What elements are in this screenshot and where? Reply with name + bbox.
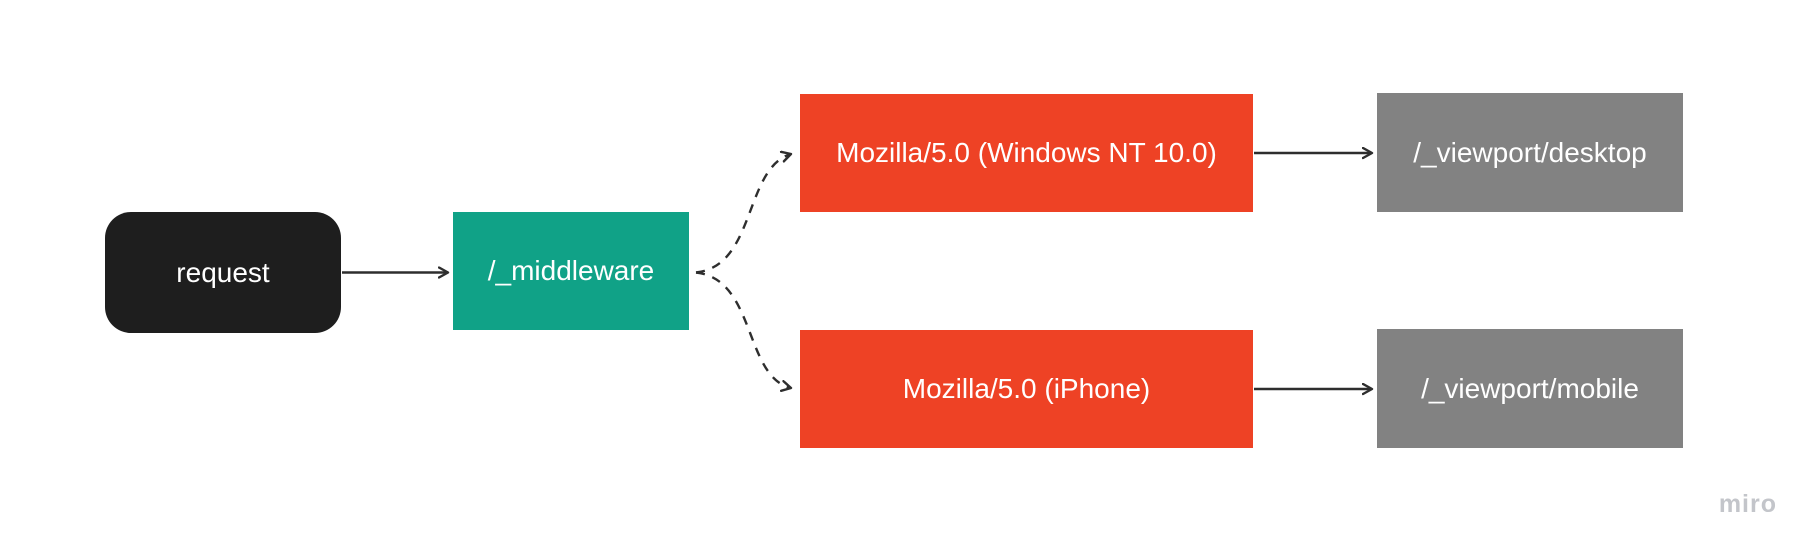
miro-logo: miro bbox=[1718, 490, 1777, 518]
node-request[interactable]: request bbox=[105, 212, 341, 333]
node-viewport-mobile-label: /_viewport/mobile bbox=[1421, 372, 1639, 404]
node-middleware-label: /_middleware bbox=[487, 255, 655, 287]
node-viewport-desktop[interactable]: /_viewport/desktop bbox=[1377, 93, 1683, 212]
node-viewport-desktop-label: /_viewport/desktop bbox=[1413, 136, 1647, 168]
node-user-agent-desktop-label: Mozilla/5.0 (Windows NT 10.0) bbox=[836, 137, 1217, 169]
node-user-agent-mobile[interactable]: Mozilla/5.0 (iPhone) bbox=[800, 330, 1253, 448]
edge-middleware-ua-desktop[interactable] bbox=[695, 154, 791, 274]
node-request-label: request bbox=[176, 256, 270, 288]
edge-middleware-ua-mobile[interactable] bbox=[695, 271, 791, 389]
node-user-agent-mobile-label: Mozilla/5.0 (iPhone) bbox=[902, 373, 1151, 405]
node-user-agent-desktop[interactable]: Mozilla/5.0 (Windows NT 10.0) bbox=[800, 94, 1253, 212]
node-middleware[interactable]: /_middleware bbox=[453, 212, 689, 330]
node-viewport-mobile[interactable]: /_viewport/mobile bbox=[1377, 329, 1683, 448]
